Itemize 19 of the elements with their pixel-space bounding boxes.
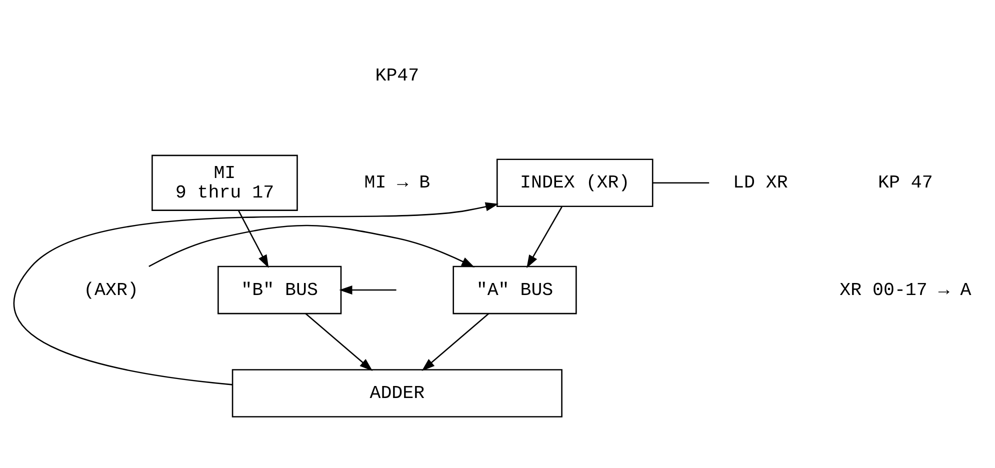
arrow	[339, 284, 396, 294]
arrow	[148, 224, 475, 267]
label: KP 47	[878, 173, 933, 194]
label: KP47	[375, 66, 420, 86]
label: MI → B	[364, 173, 430, 194]
arrow	[14, 202, 499, 385]
node-box: "A" BUS	[452, 265, 577, 314]
connector	[652, 182, 710, 184]
node-text: (AXR)	[84, 280, 138, 300]
node-box: MI 9 thru 17	[152, 154, 298, 210]
arrow	[526, 206, 562, 268]
arrow	[305, 312, 373, 370]
node-box: INDEX (XR)	[496, 158, 654, 207]
arrow	[422, 312, 490, 370]
arrow	[238, 210, 269, 268]
node-box: "B" BUS	[218, 265, 342, 314]
node-text: LD XR	[732, 173, 788, 194]
label: XR 00-17 → A	[840, 280, 972, 300]
node-box: ADDER	[232, 368, 562, 417]
